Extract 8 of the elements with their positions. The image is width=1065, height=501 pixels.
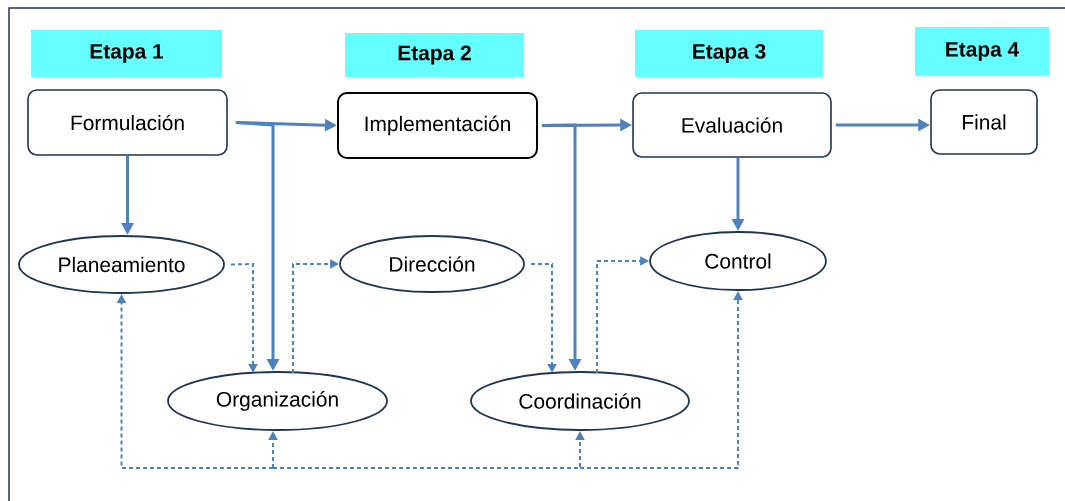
stage-label: Etapa 3: [635, 30, 823, 77]
process-box: Formulación: [27, 89, 228, 156]
process-box: Implementación: [337, 92, 538, 159]
process-box: Evaluación: [632, 92, 832, 158]
stage-label: Etapa 2: [345, 33, 524, 77]
stage-label: Etapa 4: [915, 27, 1049, 76]
process-box: Final: [930, 89, 1038, 155]
stage-label: Etapa 1: [31, 30, 222, 77]
